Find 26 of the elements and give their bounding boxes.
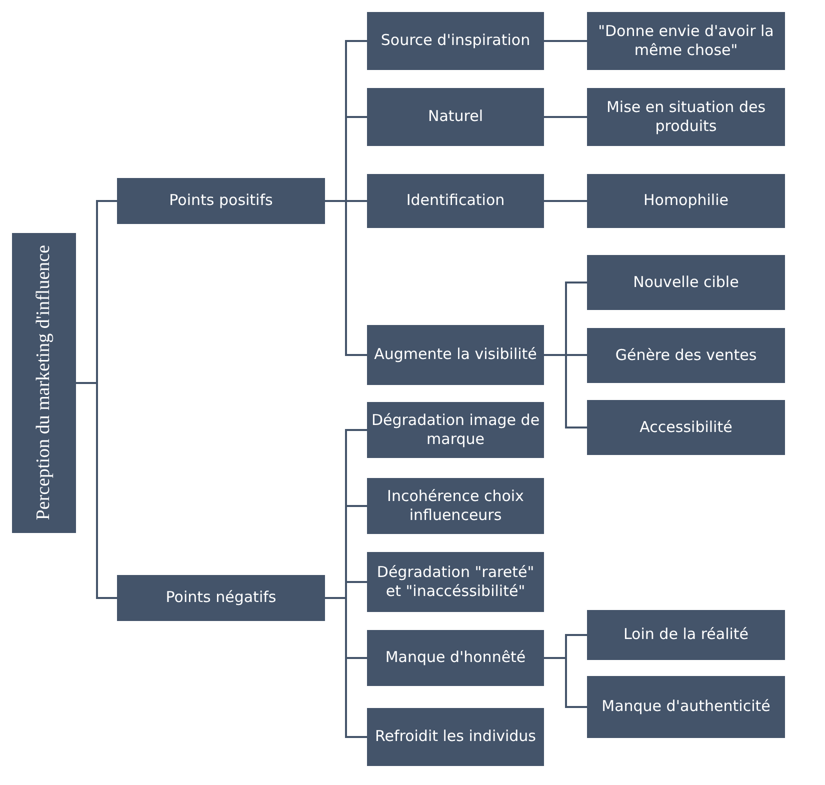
process-box: Points négatifs: [117, 575, 325, 621]
process-box: Manque d'authenticité: [587, 676, 785, 738]
connector-line: [544, 354, 587, 428]
connector-line: [76, 382, 117, 599]
process-box: Naturel: [367, 88, 544, 146]
connector-line: [544, 116, 587, 118]
connector-line: [544, 200, 587, 202]
process-box: Source d'inspiration: [367, 12, 544, 70]
process-box: Génère des ventes: [587, 328, 785, 383]
process-box: Accessibilité: [587, 400, 785, 455]
process-box: Perception du marketing d'influence: [12, 233, 76, 533]
process-box: Mise en situation des produits: [587, 88, 785, 146]
process-box: Incohérence choix influenceurs: [367, 478, 544, 534]
process-box: Augmente la visibilité: [367, 325, 544, 385]
connector-line: [544, 40, 587, 42]
process-box: Homophilie: [587, 174, 785, 228]
process-box: Dégradation "rareté" et "inaccéssibilité": [367, 552, 544, 612]
process-box: Nouvelle cible: [587, 255, 785, 310]
process-box: Points positifs: [117, 178, 325, 224]
process-box: Refroidit les individus: [367, 708, 544, 766]
process-box: Manque d'honnêté: [367, 630, 544, 686]
connector-line: [325, 200, 367, 356]
process-box: "Donne envie d'avoir la même chose": [587, 12, 785, 70]
process-box: Dégradation image de marque: [367, 402, 544, 458]
process-box: Identification: [367, 174, 544, 228]
process-box: Loin de la réalité: [587, 610, 785, 660]
